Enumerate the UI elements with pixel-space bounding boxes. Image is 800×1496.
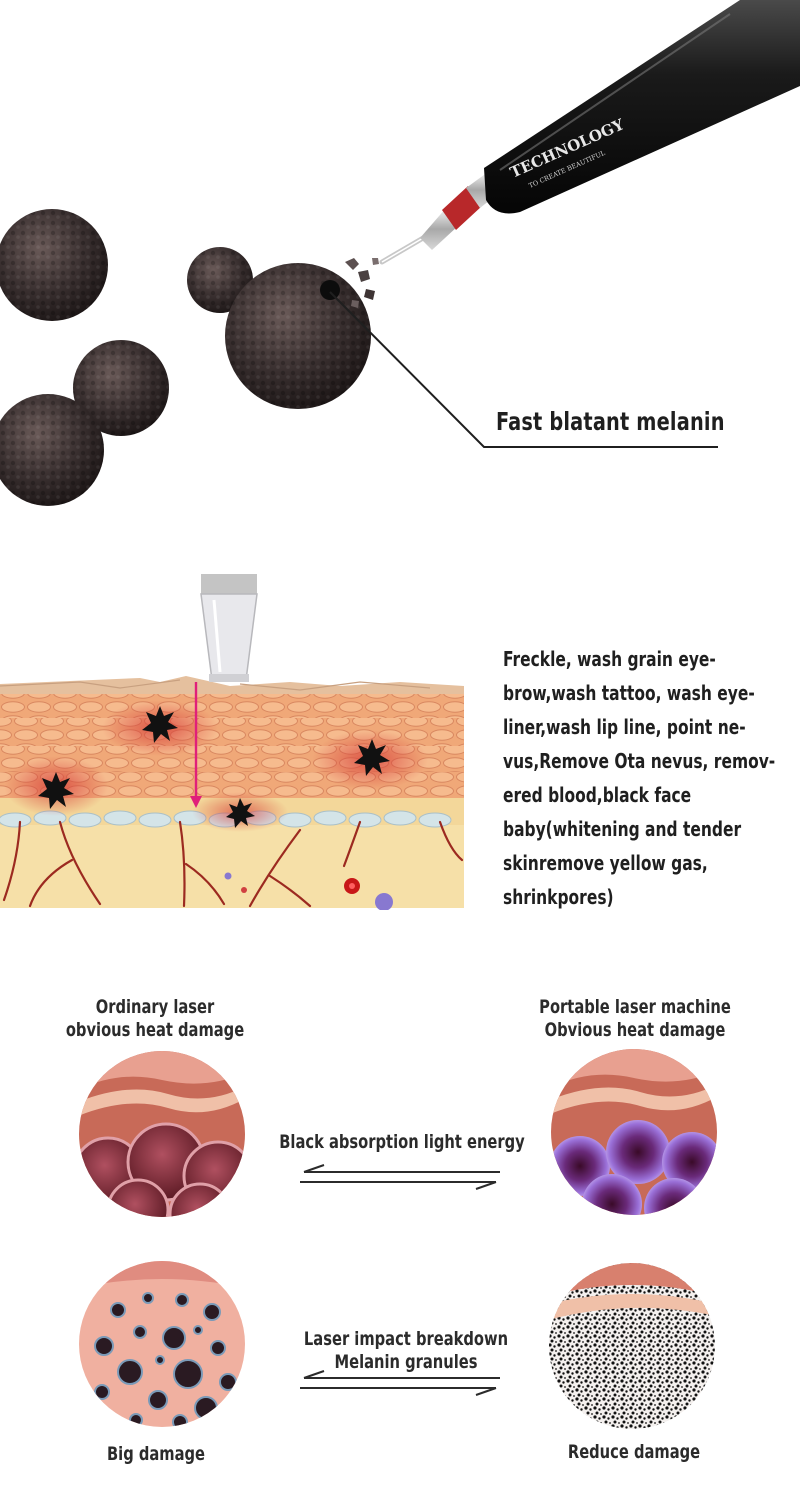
skin-layers-diagram [0, 574, 464, 910]
big-damage-caption: Big damage [106, 1443, 206, 1465]
benefit-line: ered blood,black face [503, 783, 692, 807]
ordinary-laser-skin-image [79, 1051, 245, 1217]
laser-pen: TECHNOLOGY TO CREATE BEAUTIFUL [379, 0, 800, 265]
laser-tip [200, 574, 258, 682]
laser-impact-label: Laser impact breakdown Melanin granules [303, 1328, 509, 1373]
benefit-line: vus,Remove Ota nevus, remov- [503, 749, 776, 773]
exchange-arrows-bottom [300, 1370, 500, 1396]
callout-leader-line [329, 291, 718, 448]
benefit-line: shrinkpores) [503, 885, 614, 909]
pen-and-melanin-graphic: TECHNOLOGY TO CREATE BEAUTIFUL [0, 0, 800, 506]
black-absorption-label: Black absorption light energy [279, 1131, 525, 1153]
ordinary-laser-caption: Ordinary laser obvious heat damage [65, 996, 245, 1041]
big-damage-skin-image [79, 1261, 245, 1427]
melanin-breakdown-illustration: TECHNOLOGY TO CREATE BEAUTIFUL Fast blat… [0, 0, 800, 510]
reduce-damage-skin-image [549, 1263, 715, 1429]
exchange-arrows-top [300, 1164, 500, 1190]
benefit-line: skinremove yellow gas, [503, 851, 708, 875]
melanin-spots [38, 706, 390, 828]
benefit-line: baby(whitening and tender [503, 817, 742, 841]
callout-label: Fast blatant melanin [496, 407, 725, 436]
benefit-line: brow,wash tattoo, wash eye- [503, 681, 755, 705]
benefit-line: liner,wash lip line, point ne- [503, 715, 746, 739]
portable-laser-skin-image [551, 1049, 717, 1215]
reduce-damage-caption: Reduce damage [567, 1441, 701, 1463]
portable-laser-caption: Portable laser machine Obvious heat dama… [539, 996, 731, 1041]
laser-comparison-panel: Ordinary laser obvious heat damage Porta… [0, 990, 800, 1496]
skin-cross-section-panel: Freckle, wash grain eye- brow,wash tatto… [0, 560, 800, 910]
melanin-particles [0, 209, 379, 506]
benefit-line: Freckle, wash grain eye- [503, 647, 716, 671]
treatment-benefits-text: Freckle, wash grain eye- brow,wash tatto… [503, 642, 776, 914]
